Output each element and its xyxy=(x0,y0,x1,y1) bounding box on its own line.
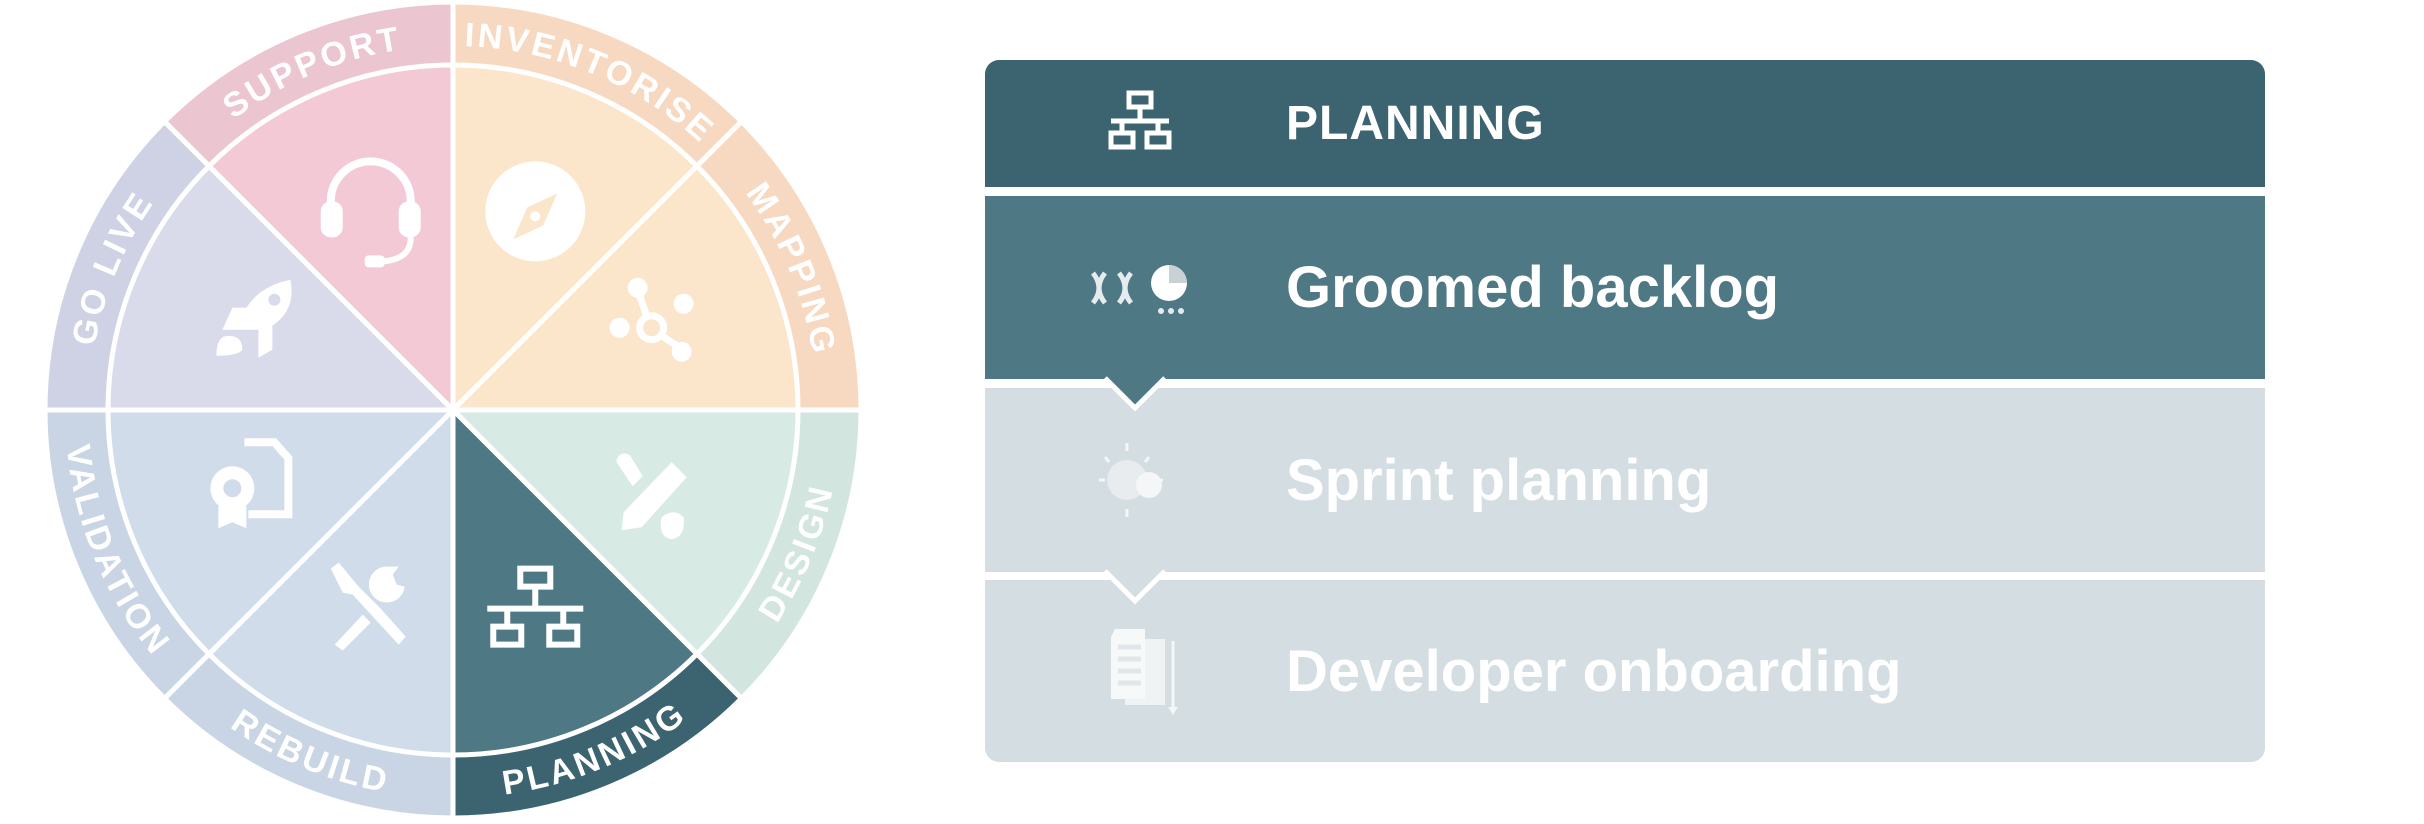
sitemap-icon xyxy=(1085,79,1195,169)
segment-mapping[interactable] xyxy=(446,162,801,413)
step-label: Developer onboarding xyxy=(1286,638,1902,704)
rocket-icon xyxy=(216,279,292,358)
planning-panel: PLANNING Groomed backlog Sprint planning… xyxy=(985,60,2265,762)
certificate-icon xyxy=(210,438,293,529)
panel-header: PLANNING xyxy=(985,60,2265,187)
sitemap-icon xyxy=(487,565,584,648)
gears-icon xyxy=(1085,435,1195,525)
compass-icon xyxy=(485,161,586,262)
segment-support[interactable] xyxy=(205,62,456,417)
documents-icon xyxy=(1085,626,1195,716)
panel-title: PLANNING xyxy=(1286,97,1545,150)
lifecycle-wheel: INVENTORISEMAPPINGDESIGNPLANNINGREBUILDV… xyxy=(42,0,864,821)
tools-icon xyxy=(330,562,406,651)
step-arrow-divider xyxy=(1103,376,1167,412)
segment-design[interactable] xyxy=(446,407,801,658)
step-groomed-backlog[interactable]: Groomed backlog xyxy=(985,196,2265,379)
headset-icon xyxy=(320,157,421,268)
segment-validation[interactable] xyxy=(105,407,460,658)
step-label: Groomed backlog xyxy=(1286,255,1780,320)
step-label: Sprint planning xyxy=(1286,447,1712,513)
network-nodes-icon xyxy=(609,277,694,362)
backlog-icon xyxy=(1085,243,1195,333)
step-arrow-divider xyxy=(1103,569,1167,605)
step-developer-onboarding[interactable]: Developer onboarding xyxy=(985,580,2265,762)
step-sprint-planning[interactable]: Sprint planning xyxy=(985,388,2265,572)
pencil-brush-icon xyxy=(616,453,687,540)
segment-planning[interactable] xyxy=(450,403,701,758)
segment-rebuild[interactable] xyxy=(205,403,456,758)
